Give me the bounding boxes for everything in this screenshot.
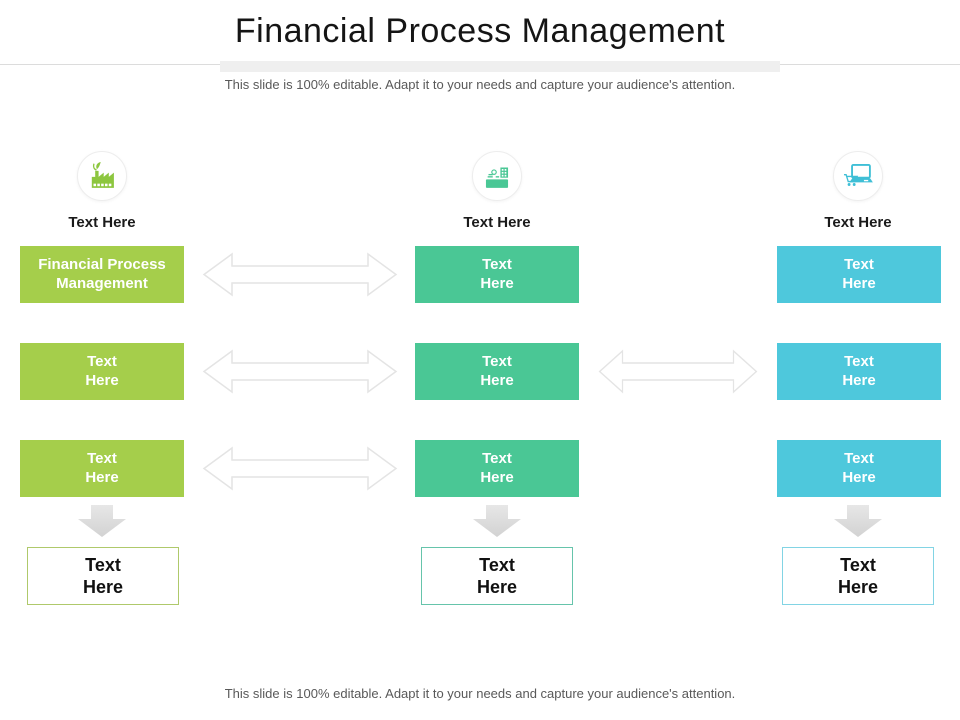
process-box-label: Text Here (842, 352, 876, 389)
result-box-col2: Text Here (421, 547, 573, 605)
laptop-cart-icon (843, 164, 873, 186)
result-box-label: Text Here (476, 554, 518, 598)
process-box-label: Text Here (480, 352, 514, 389)
icon-badge-column-3 (833, 151, 883, 201)
result-box-label: Text Here (82, 554, 124, 598)
process-box-col3-row2: Text Here (777, 343, 941, 400)
result-box-label: Text Here (837, 554, 879, 598)
process-box-col3-row1: Text Here (777, 246, 941, 303)
result-box-col1: Text Here (27, 547, 179, 605)
process-box-label: Text Here (85, 352, 119, 389)
column-3-heading: Text Here (824, 214, 892, 231)
process-box-label: Text Here (480, 255, 514, 292)
process-box-label: Text Here (842, 449, 876, 486)
process-box-label: Text Here (480, 449, 514, 486)
column-1-heading: Text Here (68, 214, 136, 231)
double-arrow-row2-col1-col2 (202, 343, 398, 400)
column-2-heading: Text Here (463, 214, 531, 231)
icon-badge-column-2 (472, 151, 522, 201)
header-shadow-band (220, 61, 780, 72)
process-box-label: Text Here (842, 255, 876, 292)
process-box-col2-row3: Text Here (415, 440, 579, 497)
process-box-col2-row2: Text Here (415, 343, 579, 400)
down-arrow-col3 (832, 505, 884, 538)
finance-production-icon (485, 167, 509, 188)
double-arrow-row1-col1-col2 (202, 246, 398, 303)
result-box-col3: Text Here (782, 547, 934, 605)
process-box-label: Text Here (85, 449, 119, 486)
slide-footer: This slide is 100% editable. Adapt it to… (224, 686, 736, 701)
double-arrow-row2-col2-col3 (598, 343, 758, 400)
down-arrow-col1 (76, 505, 128, 538)
process-box-col3-row3: Text Here (777, 440, 941, 497)
double-arrow-row3-col1-col2 (202, 440, 398, 497)
slide-subtitle: This slide is 100% editable. Adapt it to… (224, 77, 736, 92)
process-box-col2-row1: Text Here (415, 246, 579, 303)
process-box-col1-row3: Text Here (20, 440, 184, 497)
slide-title: Financial Process Management (234, 12, 726, 50)
process-box-col1-row1: Financial Process Management (20, 246, 184, 303)
icon-badge-column-1 (77, 151, 127, 201)
down-arrow-col2 (471, 505, 523, 538)
process-box-col1-row2: Text Here (20, 343, 184, 400)
eco-factory-icon (91, 161, 114, 188)
process-box-label: Financial Process Management (38, 255, 166, 292)
